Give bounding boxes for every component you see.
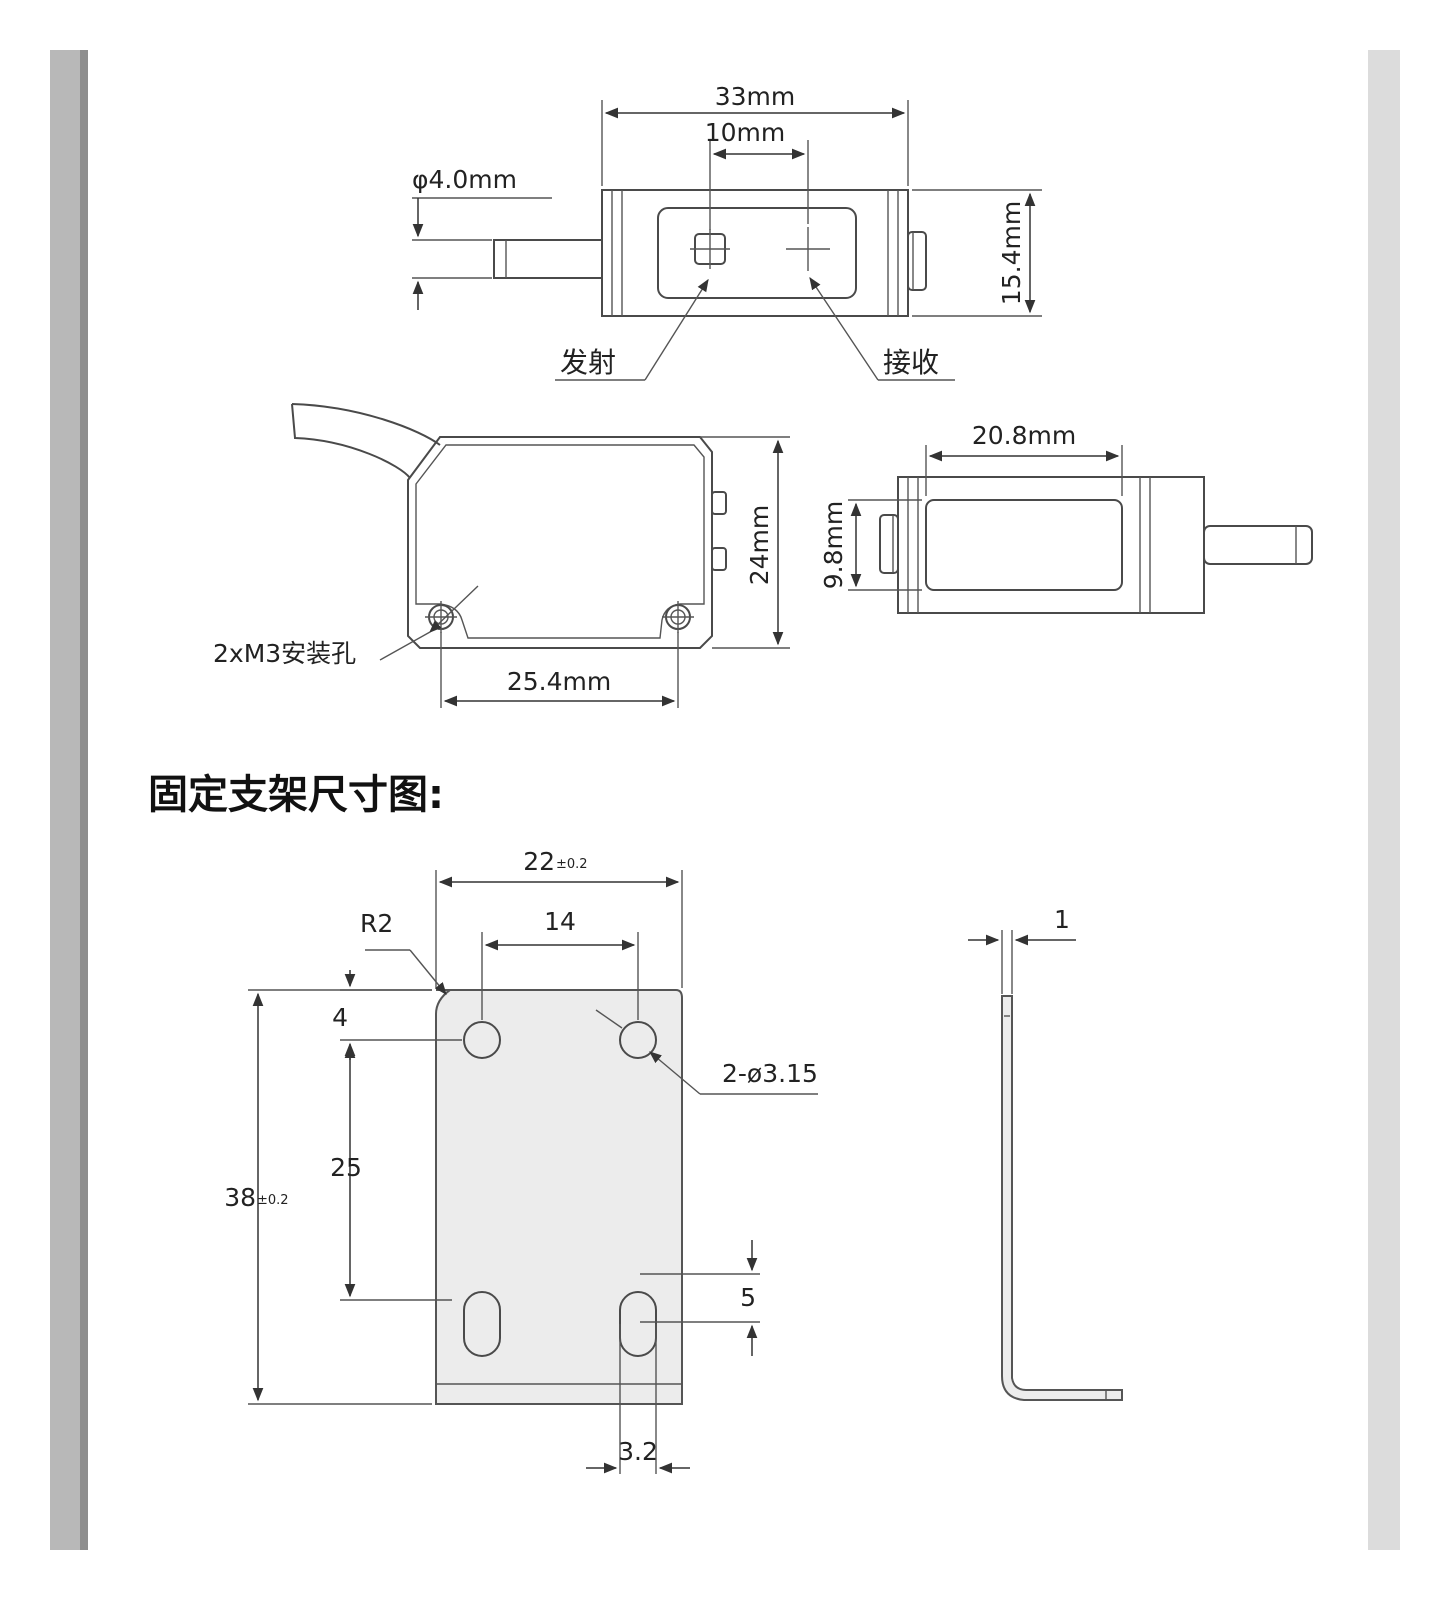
slot-width-3-2-label: 3.2 — [618, 1437, 658, 1466]
window-height-label: 9.8mm — [819, 501, 848, 589]
left-frame-bar-shade — [80, 50, 88, 1550]
bracket-width-tolerance: ±0.2 — [556, 857, 588, 872]
sensor-top-view: 33mm 10mm φ4.0mm 15.4mm 发射 接收 — [412, 82, 1042, 381]
slot-length-5-label: 5 — [740, 1283, 756, 1312]
bracket-side-view: 1 — [968, 905, 1123, 1401]
vertical-spacing-25-label: 25 — [330, 1153, 362, 1182]
height-24-label: 24mm — [745, 505, 774, 586]
sensor-side-view: 20.8mm 9.8mm — [819, 421, 1313, 614]
corner-radius-label: R2 — [360, 909, 393, 938]
hole-spacing-25-4-label: 25.4mm — [507, 667, 611, 696]
sensor-front-view: 24mm 25.4mm 2xM3安装孔 — [213, 403, 790, 708]
hole-diameter-label: 2-ø3.15 — [722, 1059, 818, 1088]
bracket-section-title: 固定支架尺寸图: — [148, 772, 444, 818]
hole-spacing-14-label: 14 — [544, 907, 576, 936]
height-15-4-label: 15.4mm — [997, 201, 1026, 305]
bracket-width-label: 22 — [523, 847, 555, 876]
bracket-height-label: 38 — [224, 1183, 256, 1212]
cable-diameter-label: φ4.0mm — [412, 165, 517, 194]
thickness-1-label: 1 — [1054, 905, 1070, 934]
bracket-front-view: 22 ±0.2 14 R2 4 2-ø3.15 25 38 ±0.2 — [224, 847, 818, 1474]
bracket-height-tolerance: ±0.2 — [257, 1193, 289, 1208]
spacing-10-label: 10mm — [705, 118, 786, 147]
window-width-label: 20.8mm — [972, 421, 1076, 450]
emitter-label: 发射 — [560, 346, 616, 379]
mount-holes-label: 2xM3安装孔 — [213, 639, 356, 668]
top-offset-4-label: 4 — [332, 1003, 348, 1032]
width-33-label: 33mm — [715, 82, 796, 111]
receiver-label: 接收 — [883, 346, 939, 379]
right-frame-bar — [1368, 50, 1400, 1550]
